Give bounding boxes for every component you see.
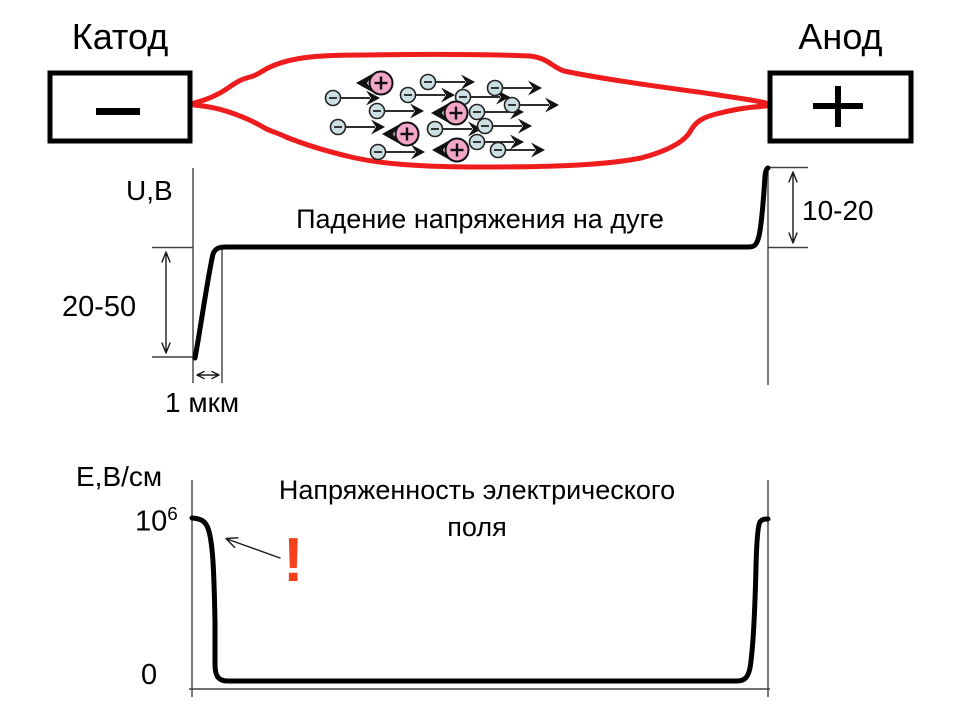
positive-ion-particle bbox=[431, 100, 469, 126]
right-arrow-icon bbox=[461, 74, 475, 90]
electron-particle bbox=[368, 102, 424, 120]
right-arrow-icon bbox=[366, 90, 380, 106]
anode-label: Анод bbox=[798, 16, 883, 57]
cathode-drop-dimension-arrow bbox=[161, 251, 171, 354]
right-arrow-icon bbox=[531, 142, 545, 158]
right-arrow-icon bbox=[410, 103, 424, 119]
field-zero-label: 0 bbox=[141, 659, 158, 691]
cathode-zone-width-arrow bbox=[196, 370, 220, 380]
cathode-label: Катод bbox=[71, 16, 169, 57]
cathode-drop-value: 20-50 bbox=[62, 291, 137, 323]
right-arrow-icon bbox=[441, 87, 455, 103]
right-arrow-icon bbox=[468, 121, 482, 137]
minus-sign-icon bbox=[96, 108, 140, 115]
cathode-electrode bbox=[47, 70, 193, 144]
right-arrow-icon bbox=[510, 134, 524, 150]
field-chart-title: Напряженность электрического поля bbox=[227, 472, 727, 546]
electron-particle bbox=[426, 120, 482, 138]
electron-particle bbox=[369, 143, 425, 161]
exclamation-mark: ! bbox=[283, 526, 304, 595]
electron-particle bbox=[468, 133, 524, 151]
cathode-zone-width-label: 1 мкм bbox=[165, 387, 240, 418]
particles-layer bbox=[324, 70, 559, 163]
anode-drop-value: 10-20 bbox=[802, 195, 874, 226]
exclamation-pointer-arrow bbox=[225, 537, 281, 559]
electron-particle bbox=[503, 96, 559, 114]
voltage-chart-title: Падение напряжения на дуге bbox=[296, 204, 664, 234]
voltage-axis-label: U,В bbox=[126, 175, 173, 206]
field-strength-curve bbox=[189, 515, 771, 684]
left-arrow-icon bbox=[431, 103, 448, 123]
left-arrow-icon bbox=[432, 140, 449, 160]
field-chart-title-line1: Напряженность электрического bbox=[278, 475, 676, 505]
right-arrow-icon bbox=[518, 118, 532, 134]
electron-particle bbox=[454, 88, 510, 106]
field-axis-label: E,В/см bbox=[76, 461, 163, 492]
right-arrow-icon bbox=[371, 119, 385, 135]
plus-sign-icon bbox=[813, 86, 863, 127]
right-arrow-icon bbox=[545, 97, 559, 113]
right-arrow-icon bbox=[411, 144, 425, 160]
electron-particle bbox=[486, 79, 542, 97]
field-chart-title-line2: поля bbox=[447, 512, 507, 542]
field-max-value: 106 bbox=[135, 503, 178, 538]
electron-particle bbox=[324, 89, 380, 107]
electron-particle bbox=[489, 141, 545, 159]
electron-particle bbox=[419, 73, 475, 91]
left-arrow-icon bbox=[382, 124, 399, 144]
positive-ion-particle bbox=[356, 70, 394, 96]
electron-particle bbox=[476, 117, 532, 135]
positive-ion-particle bbox=[382, 121, 420, 147]
voltage-curve bbox=[192, 165, 771, 361]
voltage-chart-axes bbox=[152, 166, 808, 385]
electron-particle bbox=[399, 86, 455, 104]
right-arrow-icon bbox=[528, 80, 542, 96]
positive-ion-particle bbox=[432, 137, 470, 163]
anode-drop-dimension-arrow bbox=[788, 171, 798, 244]
left-arrow-icon bbox=[356, 73, 373, 93]
electron-particle bbox=[329, 118, 385, 136]
